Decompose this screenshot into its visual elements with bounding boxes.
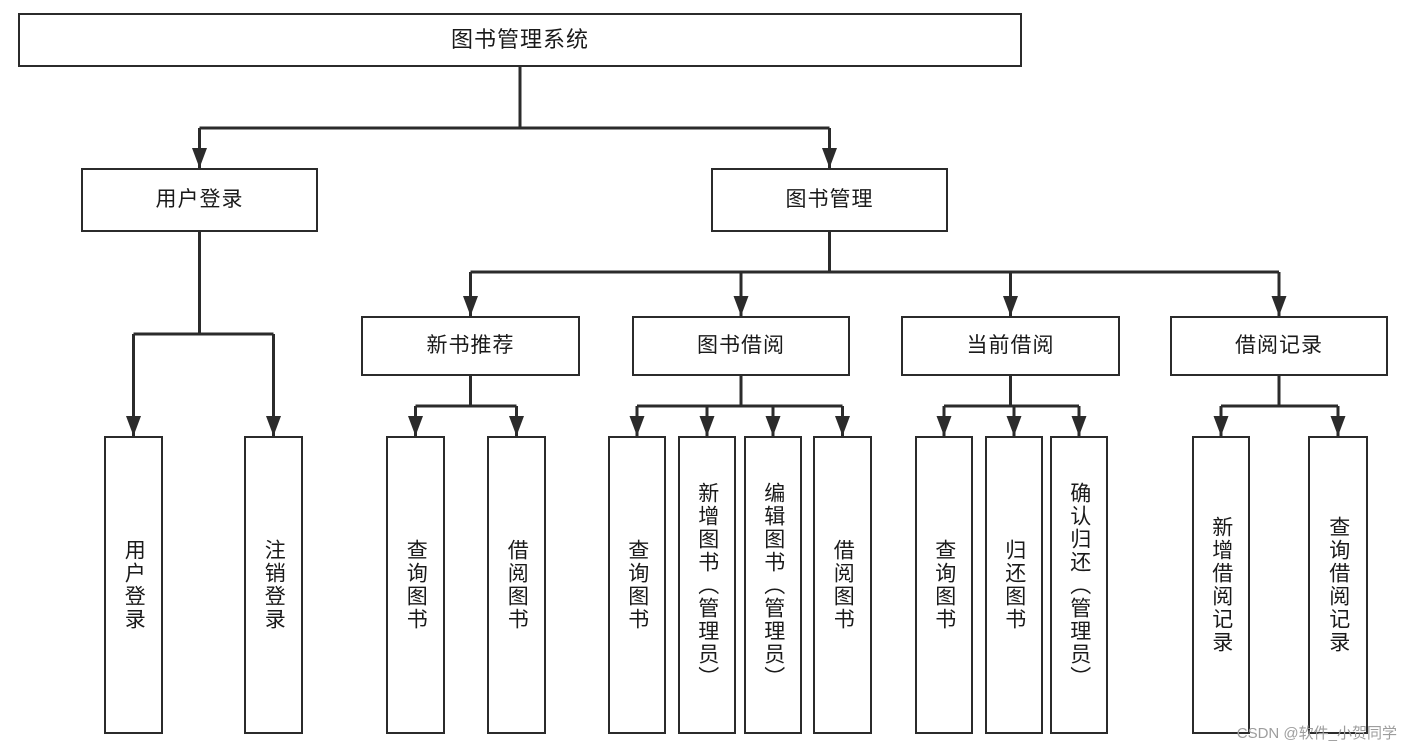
node-leaf-user-login[interactable]: 用户登录: [104, 436, 163, 734]
node-label: 新增借阅记录: [1209, 516, 1233, 654]
node-leaf-return-book[interactable]: 归还图书: [985, 436, 1043, 734]
node-current-borrow[interactable]: 当前借阅: [901, 316, 1120, 376]
node-label: 查询图书: [625, 539, 649, 631]
node-label: 新书推荐: [426, 334, 515, 358]
node-label: 用户登录: [155, 188, 244, 212]
node-leaf-borrow-book-rec[interactable]: 借阅图书: [487, 436, 546, 734]
node-label: 查询图书: [404, 539, 428, 631]
node-label: 归还图书: [1002, 539, 1026, 631]
node-leaf-add-book[interactable]: 新增图书（管理员）: [678, 436, 736, 734]
node-label: 图书管理: [785, 188, 874, 212]
node-label: 图书借阅: [697, 334, 785, 358]
node-label: 当前借阅: [966, 334, 1055, 358]
node-leaf-borrow-book-b[interactable]: 借阅图书: [813, 436, 872, 734]
watermark: CSDN @软件_小贺同学: [1236, 725, 1397, 742]
node-leaf-query-book-rec[interactable]: 查询图书: [386, 436, 445, 734]
node-borrow-record[interactable]: 借阅记录: [1170, 316, 1388, 376]
node-leaf-edit-book[interactable]: 编辑图书（管理员）: [744, 436, 802, 734]
node-root[interactable]: 图书管理系统: [18, 13, 1022, 67]
node-new-book-rec[interactable]: 新书推荐: [361, 316, 580, 376]
node-book-borrow[interactable]: 图书借阅: [632, 316, 850, 376]
node-leaf-query-record[interactable]: 查询借阅记录: [1308, 436, 1368, 734]
node-user-login[interactable]: 用户登录: [81, 168, 318, 232]
node-leaf-logout[interactable]: 注销登录: [244, 436, 303, 734]
node-label: 用户登录: [122, 539, 146, 631]
node-leaf-query-book-c[interactable]: 查询图书: [915, 436, 973, 734]
node-label: 新增图书（管理员）: [695, 481, 719, 689]
node-label: 借阅记录: [1235, 334, 1323, 358]
node-label: 查询借阅记录: [1326, 516, 1350, 654]
node-book-manage[interactable]: 图书管理: [711, 168, 948, 232]
node-label: 图书管理系统: [450, 26, 589, 52]
node-leaf-query-book-b[interactable]: 查询图书: [608, 436, 666, 734]
node-label: 借阅图书: [831, 539, 855, 631]
node-label: 注销登录: [262, 539, 286, 631]
node-label: 查询图书: [932, 539, 956, 631]
node-leaf-confirm-return[interactable]: 确认归还（管理员）: [1050, 436, 1108, 734]
node-leaf-add-record[interactable]: 新增借阅记录: [1192, 436, 1250, 734]
node-label: 确认归还（管理员）: [1067, 481, 1091, 689]
node-label: 编辑图书（管理员）: [761, 481, 785, 689]
node-label: 借阅图书: [505, 539, 529, 631]
